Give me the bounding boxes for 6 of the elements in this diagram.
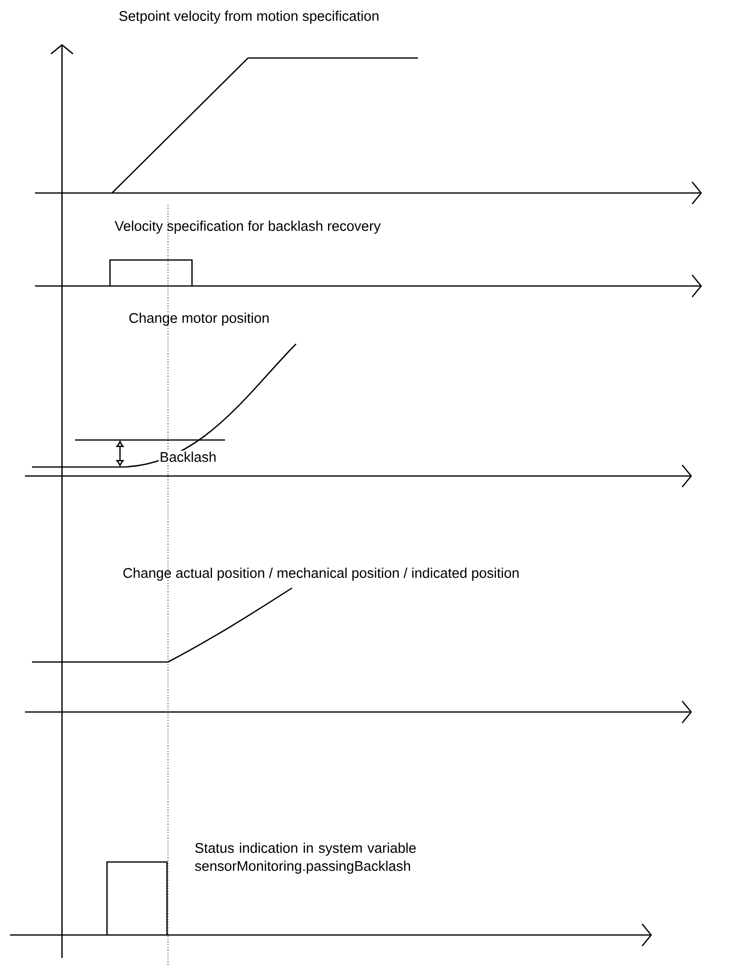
signal-label: Velocity specification for backlash recovery: [114, 220, 381, 234]
signal-label: Change actual position / mechanical position / indicated position: [123, 568, 519, 581]
signal-label: Setpoint velocity from motion specification: [119, 10, 378, 24]
signal-label: Status indication in system variable sensorMonitoring.passingBacklash: [195, 842, 416, 874]
signal-label: Backlash: [158, 450, 218, 463]
signal-label: Change motor position: [129, 312, 269, 326]
